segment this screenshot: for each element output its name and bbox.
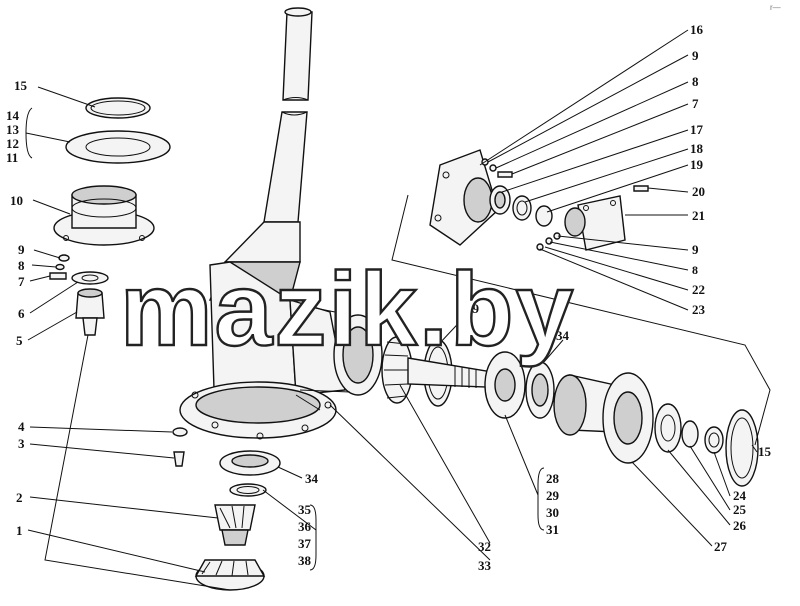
part-labels: 15 14 13 12 11 10 9 8 7 6 5 4 3 2 1 34 3… <box>6 22 772 573</box>
label-34-right: 34 <box>556 328 570 343</box>
label-30: 30 <box>546 505 559 520</box>
label-37: 37 <box>298 536 312 551</box>
small-bolt-row-7-9 <box>481 158 513 178</box>
bevel-gear-2 <box>214 504 256 546</box>
bearing-34-bottom <box>219 450 281 476</box>
lockwasher-25 <box>681 420 699 448</box>
seal-ring-15-right <box>725 409 759 487</box>
washer-8-9-left <box>55 254 70 271</box>
label-4: 4 <box>18 419 25 434</box>
bearing-34-right <box>525 361 555 419</box>
label-26: 26 <box>733 518 747 533</box>
corner-mark: r— <box>770 3 781 12</box>
hub-17 <box>489 185 511 215</box>
bearing-cup-10 <box>53 185 155 246</box>
label-6: 6 <box>18 306 25 321</box>
label-9-top-right: 9 <box>692 48 699 63</box>
label-8-mid-right: 8 <box>692 263 698 277</box>
label-23: 23 <box>692 302 706 317</box>
label-38: 38 <box>298 553 312 568</box>
shim-35-38 <box>229 483 267 497</box>
label-10: 10 <box>10 193 23 208</box>
flange-gasket-28-31 <box>484 351 526 419</box>
label-8-top-right: 8 <box>692 74 699 89</box>
label-9-left: 9 <box>18 242 25 257</box>
label-22: 22 <box>692 282 705 297</box>
label-12: 12 <box>6 136 19 151</box>
label-9-mid-right: 9 <box>692 242 699 257</box>
assembly-lines <box>44 194 771 591</box>
cover-plate-21 <box>564 195 626 251</box>
label-31: 31 <box>546 522 559 537</box>
label-32: 32 <box>478 539 491 554</box>
housing-side-flange <box>299 304 383 396</box>
ring-19 <box>535 205 553 227</box>
label-7-left: 7 <box>18 274 25 289</box>
ring-18 <box>512 195 532 221</box>
label-11: 11 <box>6 150 18 165</box>
shim-plate-11-14 <box>65 130 171 164</box>
cover-flange-16 <box>429 149 499 246</box>
nut-24 <box>704 426 724 454</box>
label-28: 28 <box>546 471 560 486</box>
pin-20 <box>633 185 649 192</box>
label-15-top: 15 <box>14 78 28 93</box>
label-36: 36 <box>298 519 312 534</box>
label-24: 24 <box>733 488 747 503</box>
label-35: 35 <box>298 502 312 517</box>
bolt-7-left <box>49 272 67 280</box>
label-33: 33 <box>478 558 492 573</box>
leader-lines <box>25 29 758 573</box>
label-18: 18 <box>690 141 704 156</box>
label-3: 3 <box>18 436 25 451</box>
washers-8-9-22 <box>536 232 561 251</box>
label-5: 5 <box>16 333 23 348</box>
label-1: 1 <box>16 523 23 538</box>
label-2: 2 <box>16 490 23 505</box>
label-13: 13 <box>6 122 20 137</box>
label-15-right: 15 <box>758 444 772 459</box>
label-20: 20 <box>692 184 705 199</box>
bolt-3 <box>173 451 185 467</box>
plug-5 <box>75 288 105 336</box>
bevel-gear-1 <box>194 559 266 591</box>
nut-4 <box>172 427 188 437</box>
washer-6 <box>71 271 109 285</box>
label-34-bottom: 34 <box>305 471 319 486</box>
label-8-left: 8 <box>18 258 25 273</box>
label-29: 29 <box>546 488 560 503</box>
label-19: 19 <box>690 157 704 172</box>
bearing-housing-cylinder <box>553 374 616 436</box>
top-gasket-ring-15 <box>85 97 151 119</box>
label-39: 39 <box>466 301 480 316</box>
label-25: 25 <box>733 502 747 517</box>
label-17: 17 <box>690 122 704 137</box>
label-14: 14 <box>6 108 20 123</box>
bearing-26 <box>654 403 682 453</box>
flange-27 <box>602 372 654 464</box>
label-16: 16 <box>690 22 704 37</box>
vertical-shaft-tube <box>263 7 313 223</box>
label-27: 27 <box>714 539 728 554</box>
label-7-top-right: 7 <box>692 96 699 111</box>
label-21: 21 <box>692 208 705 223</box>
site-watermark: mazik.by <box>120 252 575 368</box>
